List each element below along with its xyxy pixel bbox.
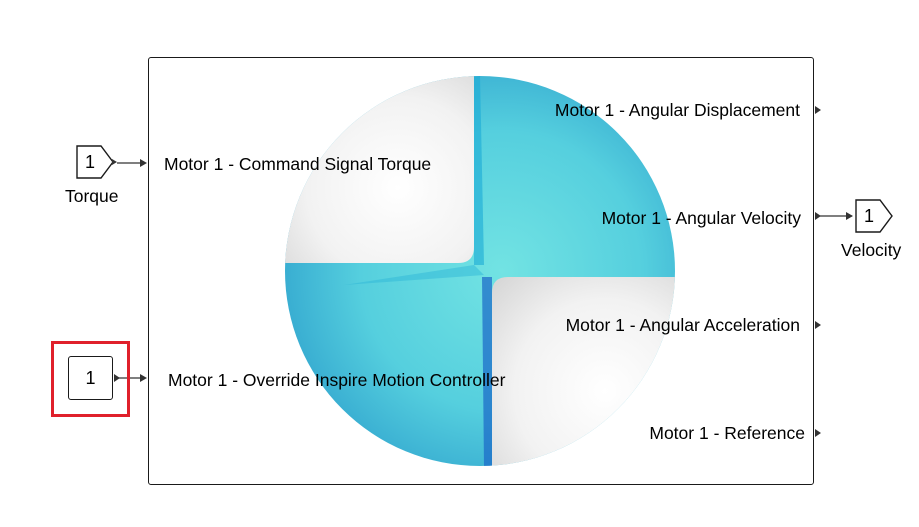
torque-inport-block[interactable] <box>76 145 118 181</box>
output-port-label-angular-acceleration: Motor 1 - Angular Acceleration <box>565 315 800 335</box>
output-port-label-angular-displacement: Motor 1 - Angular Displacement <box>554 100 800 120</box>
constant-block[interactable]: 1 <box>68 356 113 400</box>
torque-inport-number: 1 <box>84 152 95 172</box>
input-port-label-command-torque: Motor 1 - Command Signal Torque <box>164 154 432 174</box>
output-port-arrow-acceleration <box>815 321 821 329</box>
velocity-line-arrowhead <box>846 212 853 220</box>
constant-value: 1 <box>85 367 96 388</box>
output-port-label-angular-velocity: Motor 1 - Angular Velocity <box>601 208 801 228</box>
input-port-label-override: Motor 1 - Override Inspire Motion Contro… <box>168 370 506 390</box>
velocity-outport-number: 1 <box>863 206 874 226</box>
velocity-outport-name: Velocity <box>841 240 902 260</box>
override-line-arrowhead <box>140 374 147 382</box>
output-port-label-reference: Motor 1 - Reference <box>649 423 805 443</box>
torque-inport-name: Torque <box>65 186 119 206</box>
output-port-arrow-velocity <box>815 212 821 220</box>
velocity-outport-block[interactable] <box>855 199 895 235</box>
constant-output-port <box>114 374 120 382</box>
torque-line-arrowhead <box>140 159 147 167</box>
output-port-arrow-displacement <box>815 106 821 114</box>
selection-highlight <box>51 341 130 417</box>
output-port-arrow-reference <box>815 429 821 437</box>
quadrant-pinwheel-logo-icon <box>285 76 675 466</box>
